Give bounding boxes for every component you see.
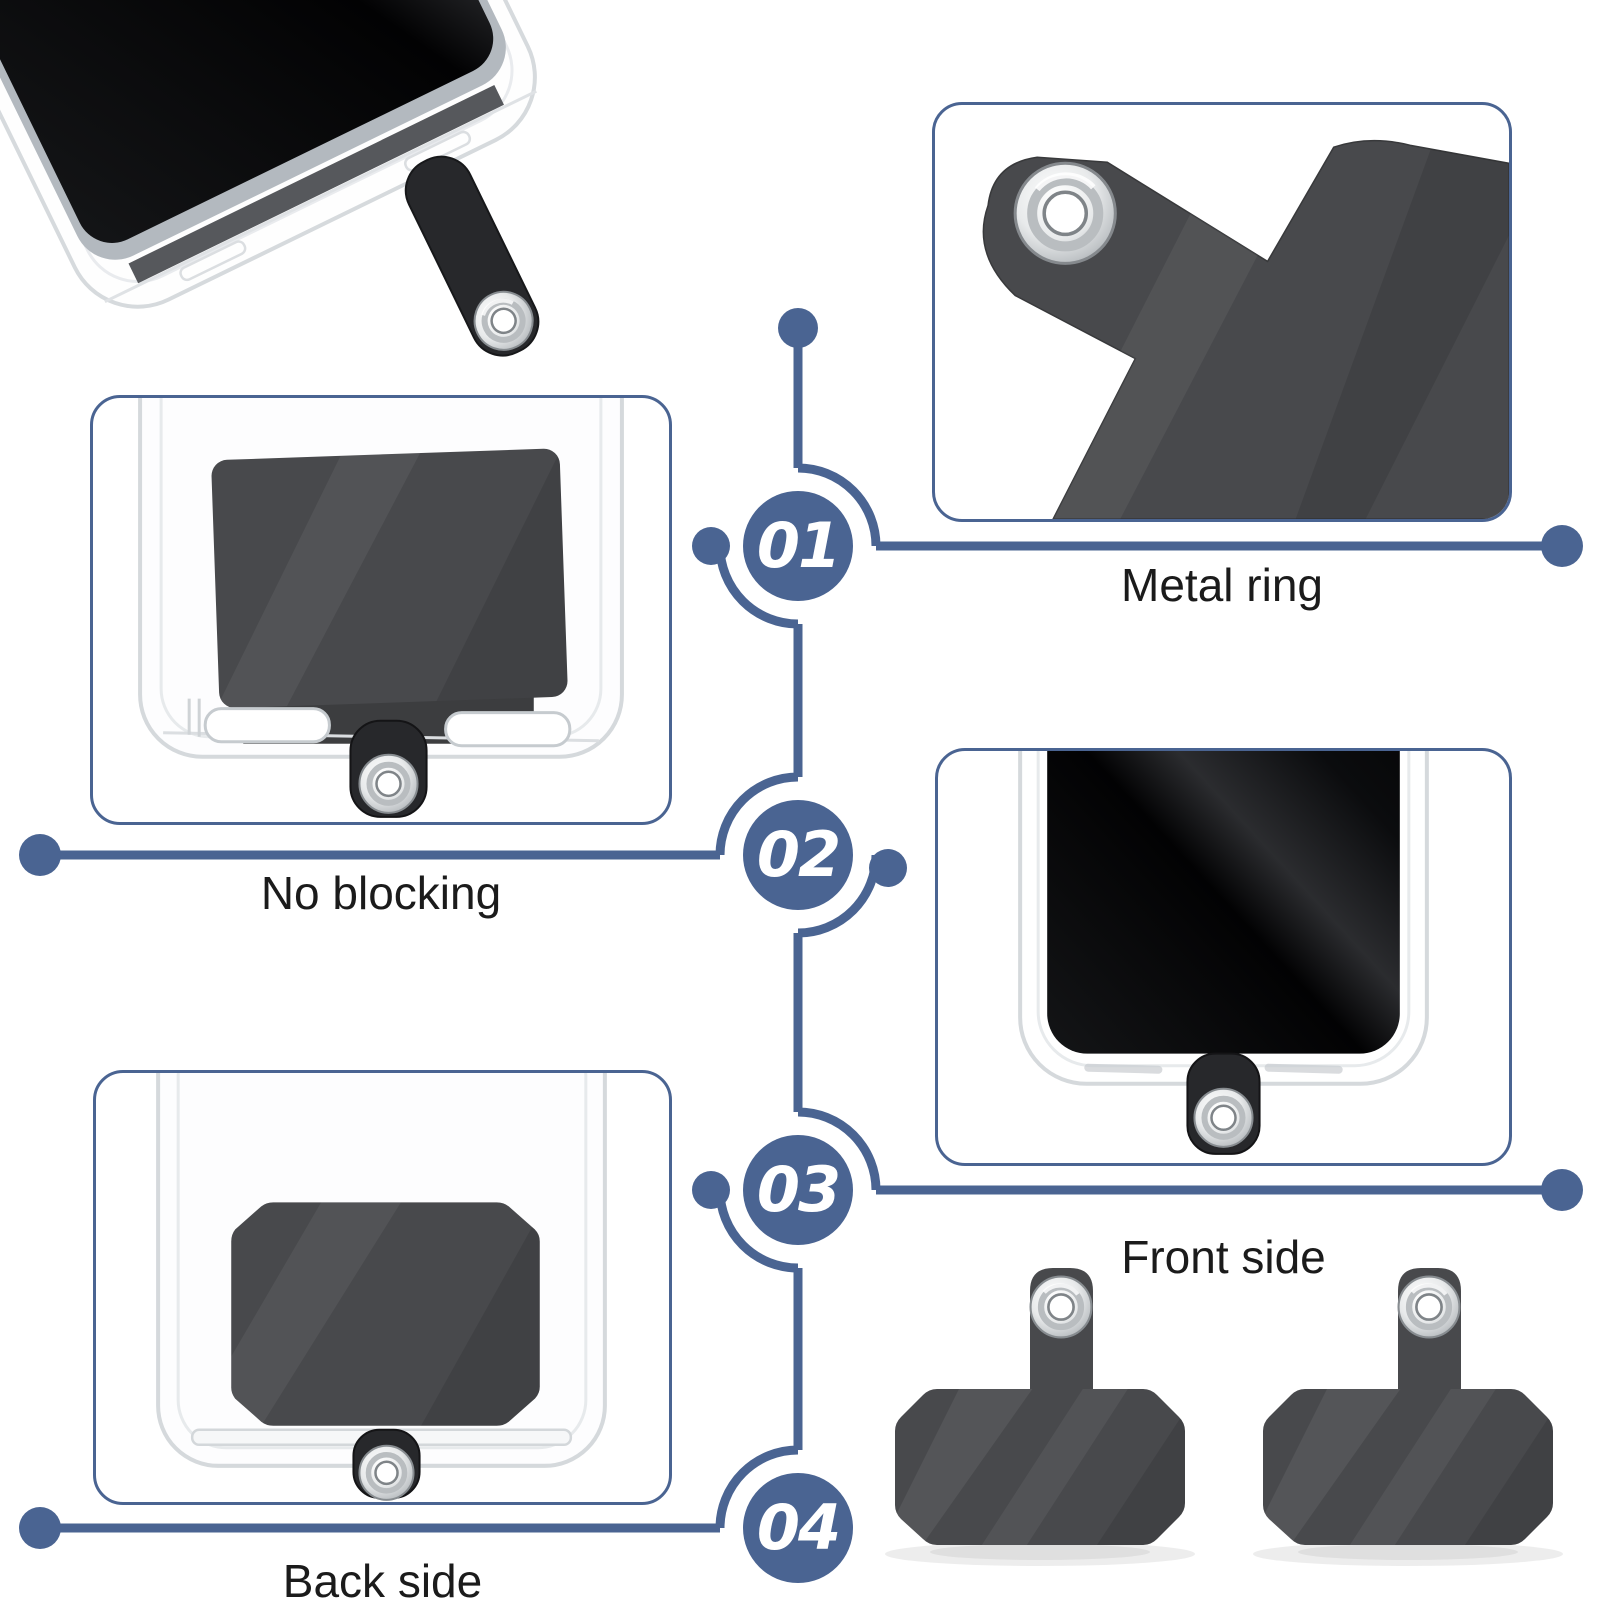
step-badge-02: 02 [756,818,841,891]
case-back-with-patch [156,1073,607,1501]
step-badges [743,491,853,1583]
connector-dots [19,308,1583,1549]
step-badge-04: 04 [756,1491,841,1564]
patch-tag-right [1246,1268,1563,1566]
connector-flow [40,347,1562,1533]
phone-front-with-patch-tab [1018,751,1429,1155]
metal-ring-icon [358,1444,415,1501]
metal-ring-closeup [982,139,1509,519]
metal-ring-icon [1013,161,1117,265]
step-label-no-blocking: No blocking [260,867,502,919]
panel-back-side [93,1070,672,1505]
patch-tag-left [878,1268,1195,1566]
step-badge-01: 01 [756,509,841,582]
metal-ring-icon [358,753,419,814]
metal-ring-icon [1193,1087,1254,1148]
phone-case-photo [0,0,646,510]
case-bottom-no-blocking [138,398,624,818]
panel-metal-ring [932,102,1512,522]
step-label-metal-ring: Metal ring [1121,559,1323,611]
panel-front-side [935,748,1512,1166]
step-badge-03: 03 [756,1153,841,1226]
step-label-front-side: Front side [1121,1231,1326,1283]
panel-no-blocking [90,395,672,825]
step-label-back-side: Back side [282,1555,483,1600]
